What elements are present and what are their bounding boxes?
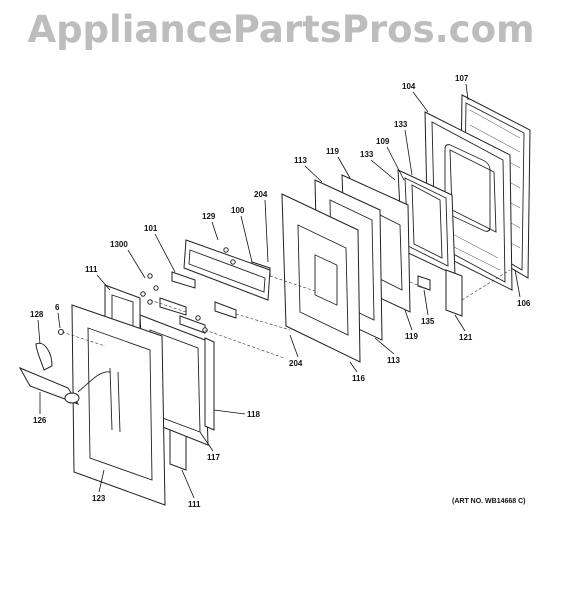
part-118-seal bbox=[204, 337, 215, 431]
label-128: 128 bbox=[30, 310, 44, 319]
part-129-vent-trim bbox=[183, 239, 271, 301]
label-126: 126 bbox=[33, 416, 47, 425]
label-113: 113 bbox=[294, 156, 307, 165]
label-135: 135 bbox=[421, 317, 435, 326]
label-107: 107 bbox=[455, 74, 469, 83]
label-109: 109 bbox=[376, 137, 390, 146]
part-6-screw bbox=[58, 329, 64, 335]
label-119: 119 bbox=[326, 147, 339, 156]
label-123: 123 bbox=[92, 494, 106, 503]
part-116-glass bbox=[281, 193, 361, 363]
label-117: 117 bbox=[207, 453, 220, 462]
label-106: 106 bbox=[517, 299, 531, 308]
label-1300: 1300 bbox=[110, 240, 128, 249]
part-128-end-cap bbox=[35, 342, 53, 371]
label-129: 129 bbox=[202, 212, 216, 221]
label-119: 119 bbox=[405, 332, 418, 341]
watermark: AppliancePartsPros.com bbox=[27, 8, 535, 51]
part-1300-screws bbox=[140, 247, 236, 333]
art-number: (ART NO. WB14668 C) bbox=[452, 498, 526, 505]
label-111: 111 bbox=[188, 500, 201, 509]
label-133: 133 bbox=[360, 150, 374, 159]
label-204: 204 bbox=[254, 190, 268, 199]
leader-lines bbox=[37, 83, 521, 499]
label-113: 113 bbox=[387, 356, 400, 365]
part-126-handle bbox=[18, 366, 111, 405]
label-118: 118 bbox=[247, 410, 260, 419]
assembly-lines bbox=[61, 269, 511, 359]
label-104: 104 bbox=[402, 82, 416, 91]
label-121: 121 bbox=[459, 333, 473, 342]
label-6: 6 bbox=[55, 303, 60, 312]
part-101-clips bbox=[159, 271, 206, 334]
label-116: 116 bbox=[352, 374, 365, 383]
label-101: 101 bbox=[144, 224, 158, 233]
part-109-glass-frame bbox=[397, 169, 456, 276]
label-204: 204 bbox=[289, 359, 303, 368]
label-100: 100 bbox=[231, 206, 245, 215]
label-133: 133 bbox=[394, 120, 408, 129]
part-123-outer-door bbox=[71, 304, 166, 506]
label-111: 111 bbox=[85, 265, 98, 274]
